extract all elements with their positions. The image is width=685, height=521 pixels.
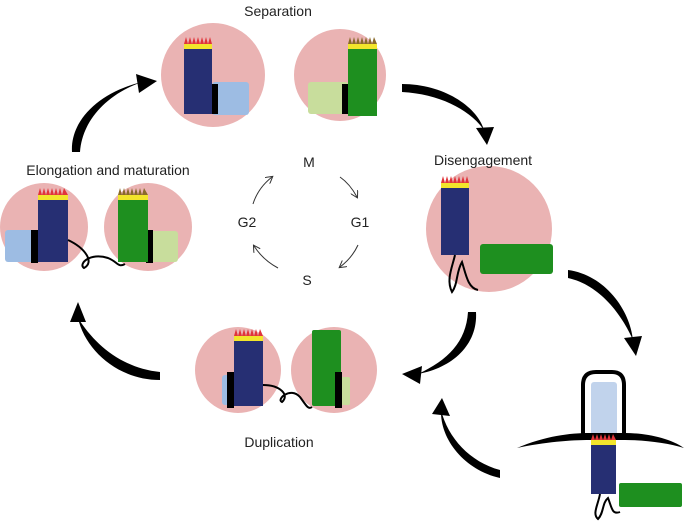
black-bar — [31, 230, 38, 263]
green-mother — [312, 330, 341, 406]
mother-centriole-blue — [234, 336, 263, 406]
phase-g2: G2 — [238, 214, 257, 230]
arrow-g2-to-m-icon — [252, 177, 272, 205]
separation-label: Separation — [244, 3, 312, 19]
curved-arrow-icon — [418, 312, 477, 374]
olive-appendages — [348, 37, 377, 44]
arrowhead-icon — [402, 366, 422, 384]
phase-s: S — [302, 272, 311, 288]
arrowhead-icon — [432, 398, 450, 416]
yellow-band — [184, 44, 212, 49]
arrow-s-to-g2-icon — [254, 246, 279, 269]
duplication-label: Duplication — [244, 434, 313, 450]
mother-centriole-blue — [38, 195, 68, 262]
phase-m: M — [303, 154, 315, 170]
olive-appendages — [118, 188, 148, 195]
curved-arrow-icon — [71, 82, 142, 152]
plasma-membrane — [517, 433, 684, 448]
light-blue-daughter — [212, 82, 249, 115]
mother-centriole-blue — [441, 183, 469, 255]
disengagement-stage: Disengagement — [426, 152, 553, 294]
phase-cycle: M G1 S G2 — [238, 154, 370, 288]
red-appendages — [38, 188, 68, 195]
black-bar — [227, 372, 234, 408]
yellow-band — [441, 183, 469, 188]
arrow-g1-to-s-icon — [340, 244, 359, 267]
curved-arrow-icon — [440, 410, 500, 478]
black-bar — [342, 84, 348, 114]
red-appendages — [184, 37, 212, 44]
curved-arrow-icon — [78, 318, 160, 380]
yellow-band — [38, 195, 68, 200]
elongation-stage: Elongation and maturation — [0, 162, 192, 271]
light-green-daughter — [308, 82, 348, 114]
linker-fibers — [262, 384, 313, 409]
red-appendages — [591, 434, 616, 440]
yellow-band — [118, 195, 148, 200]
yellow-band — [234, 336, 263, 341]
cilium-stage — [517, 370, 684, 521]
linker-fibers — [594, 493, 621, 521]
mother-centriole-green — [348, 44, 377, 116]
light-green-daughter — [340, 377, 350, 405]
light-green-daughter — [150, 231, 178, 262]
separation-stage: Separation — [161, 3, 386, 127]
phase-g1: G1 — [351, 214, 370, 230]
red-appendages — [234, 329, 263, 336]
green-daughter — [619, 483, 682, 507]
arrowhead-icon — [476, 127, 494, 145]
curved-arrow-icon — [402, 84, 484, 130]
yellow-band — [591, 440, 616, 445]
arrowhead-icon — [70, 302, 86, 322]
linker-fibers — [67, 239, 126, 270]
arrowhead-icon — [624, 336, 642, 356]
axoneme-light-blue — [591, 382, 617, 436]
red-appendages — [441, 176, 469, 183]
basal-body-blue — [591, 440, 616, 494]
linker-fibers — [448, 254, 479, 294]
black-bar — [146, 230, 153, 263]
light-blue-daughter — [5, 230, 38, 262]
duplication-stage: Duplication — [195, 327, 377, 450]
arrowhead-icon — [136, 74, 157, 93]
black-bar — [212, 84, 218, 114]
yellow-band — [348, 44, 377, 49]
disengagement-label: Disengagement — [434, 152, 532, 168]
arrow-m-to-g1-icon — [339, 176, 357, 197]
green-daughter — [480, 244, 553, 274]
mother-centriole-green — [118, 195, 148, 262]
black-bar — [335, 372, 342, 408]
mother-centriole-blue — [184, 44, 212, 114]
cycle-arrows — [70, 74, 642, 478]
curved-arrow-icon — [568, 270, 633, 340]
elongation-label: Elongation and maturation — [26, 162, 189, 178]
